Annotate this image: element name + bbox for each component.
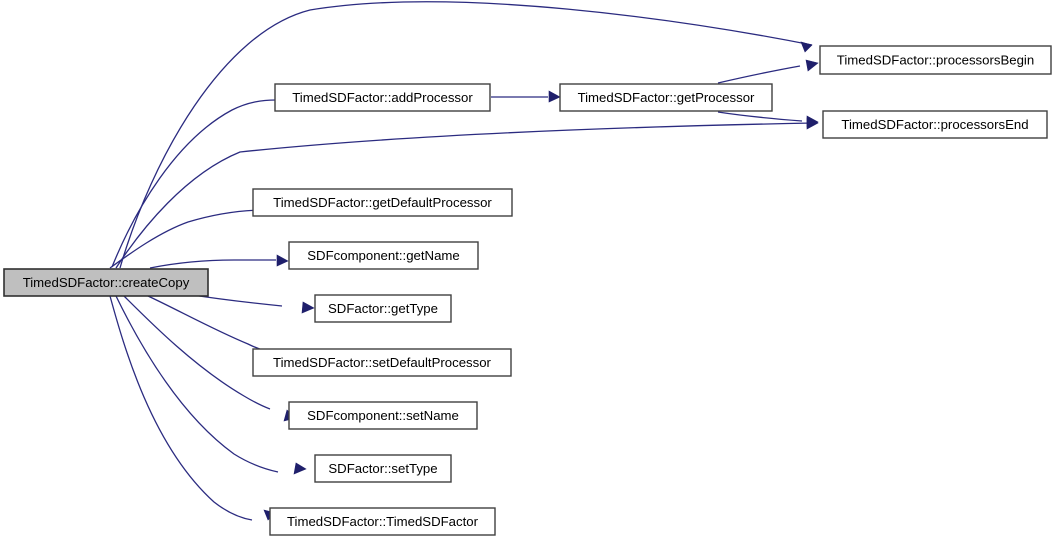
edge-createCopy-to-TimedSDFactor bbox=[109, 295, 277, 521]
arrowhead-icon bbox=[548, 90, 561, 103]
arrowhead-icon bbox=[806, 115, 819, 128]
edge-createCopy-to-getName bbox=[149, 254, 289, 269]
edge-addProcessor-to-getProcessor bbox=[491, 90, 561, 103]
node-box[interactable] bbox=[314, 294, 452, 323]
edge-createCopy-to-processorsBegin bbox=[119, 1, 813, 269]
arrowhead-icon bbox=[301, 301, 315, 314]
edge-line bbox=[149, 259, 276, 269]
edges-layer bbox=[109, 1, 819, 521]
node-setType[interactable]: SDFactor::setType bbox=[314, 454, 452, 483]
node-box[interactable] bbox=[3, 268, 209, 297]
node-box[interactable] bbox=[288, 241, 479, 270]
node-box[interactable] bbox=[559, 83, 773, 112]
node-box[interactable] bbox=[274, 83, 491, 112]
node-label: TimedSDFactor::TimedSDFactor bbox=[287, 514, 479, 529]
edge-line bbox=[147, 295, 269, 353]
node-box[interactable] bbox=[252, 188, 513, 217]
node-createCopy[interactable]: TimedSDFactor::createCopy bbox=[3, 268, 209, 297]
node-label: TimedSDFactor::createCopy bbox=[23, 275, 190, 290]
edge-line bbox=[717, 111, 803, 122]
arrowhead-icon bbox=[805, 59, 819, 72]
node-label: TimedSDFactor::processorsEnd bbox=[841, 117, 1028, 132]
arrowhead-icon bbox=[293, 462, 307, 475]
edge-line bbox=[111, 99, 277, 268]
node-box[interactable] bbox=[822, 110, 1048, 139]
arrowhead-icon bbox=[800, 41, 813, 53]
node-label: TimedSDFactor::getProcessor bbox=[578, 90, 755, 105]
node-label: SDFcomponent::getName bbox=[307, 248, 459, 263]
node-label: TimedSDFactor::processorsBegin bbox=[837, 52, 1034, 67]
node-getProcessor[interactable]: TimedSDFactor::getProcessor bbox=[559, 83, 773, 112]
node-label: SDFactor::setType bbox=[328, 461, 437, 476]
edge-line bbox=[115, 122, 815, 269]
node-getType[interactable]: SDFactor::getType bbox=[314, 294, 452, 323]
node-getName[interactable]: SDFcomponent::getName bbox=[288, 241, 479, 270]
edge-line bbox=[717, 65, 801, 84]
node-box[interactable] bbox=[819, 45, 1052, 75]
node-processorsBegin[interactable]: TimedSDFactor::processorsBegin bbox=[819, 45, 1052, 75]
node-setDefaultProcessor[interactable]: TimedSDFactor::setDefaultProcessor bbox=[252, 348, 512, 377]
arrowhead-icon bbox=[276, 254, 289, 267]
edge-getProcessor-to-processorsBegin bbox=[717, 59, 819, 84]
edge-line bbox=[123, 295, 271, 410]
edge-getProcessor-to-processorsEnd bbox=[717, 111, 819, 128]
node-box[interactable] bbox=[252, 348, 512, 377]
edge-createCopy-to-addProcessor bbox=[111, 94, 289, 268]
node-label: TimedSDFactor::addProcessor bbox=[292, 90, 473, 105]
edge-createCopy-to-setType bbox=[115, 295, 307, 475]
edge-line bbox=[109, 209, 267, 269]
node-getDefaultProcessor[interactable]: TimedSDFactor::getDefaultProcessor bbox=[252, 188, 513, 217]
node-processorsEnd[interactable]: TimedSDFactor::processorsEnd bbox=[822, 110, 1048, 139]
node-addProcessor[interactable]: TimedSDFactor::addProcessor bbox=[274, 83, 491, 112]
node-label: SDFactor::getType bbox=[328, 301, 438, 316]
node-label: TimedSDFactor::setDefaultProcessor bbox=[273, 355, 492, 370]
node-box[interactable] bbox=[314, 454, 452, 483]
edge-line bbox=[119, 1, 813, 269]
edge-line bbox=[115, 295, 279, 473]
edge-createCopy-to-getType bbox=[185, 293, 315, 314]
node-label: SDFcomponent::setName bbox=[307, 408, 459, 423]
nodes-layer: TimedSDFactor::createCopyTimedSDFactor::… bbox=[3, 45, 1052, 536]
node-label: TimedSDFactor::getDefaultProcessor bbox=[273, 195, 492, 210]
node-setName[interactable]: SDFcomponent::setName bbox=[288, 401, 478, 430]
node-TimedSDFactor[interactable]: TimedSDFactor::TimedSDFactor bbox=[269, 507, 496, 536]
node-box[interactable] bbox=[269, 507, 496, 536]
edge-line bbox=[109, 295, 253, 521]
node-box[interactable] bbox=[288, 401, 478, 430]
